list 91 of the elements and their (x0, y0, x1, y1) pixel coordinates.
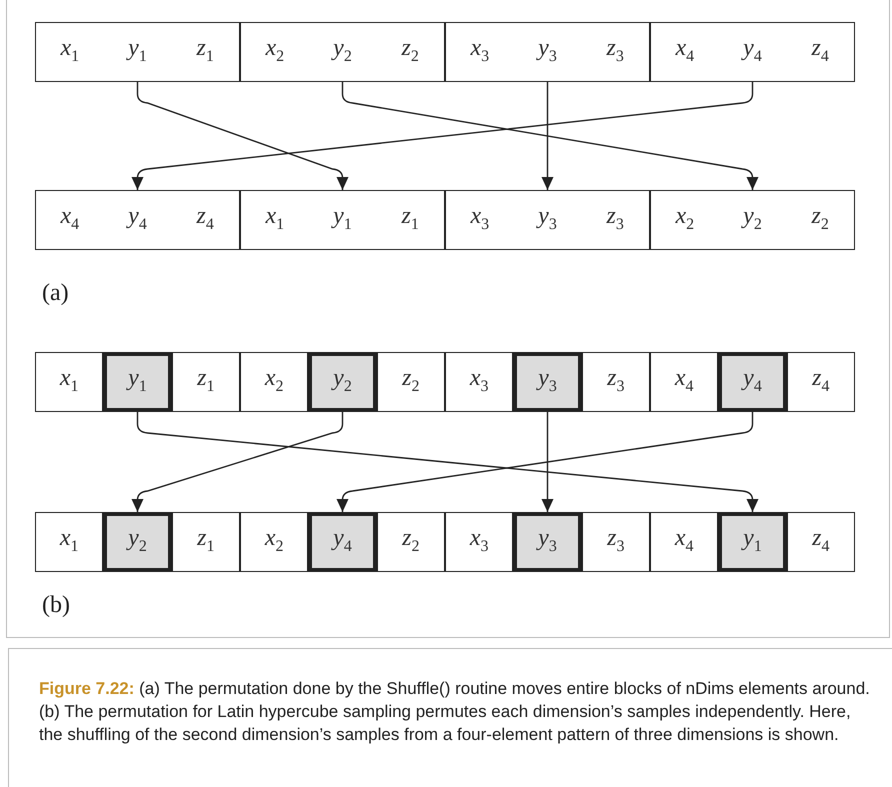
variable-label: z$_{4}$ (810, 34, 830, 66)
array-cell (650, 512, 718, 572)
arrow (342, 82, 758, 190)
panel-label: (a) (42, 280, 69, 307)
variable-label: y$_{3}$ (535, 34, 558, 66)
highlighted-array-cell (308, 352, 377, 412)
variable-label: z$_{1}$ (195, 34, 215, 66)
panel-label: (b) (42, 592, 70, 619)
highlighted-array-cell (513, 352, 582, 412)
variable-label: y$_{1}$ (740, 524, 763, 556)
variable-label: z$_{3}$ (606, 524, 626, 556)
variable-label: z$_{4}$ (810, 524, 830, 556)
array-block (35, 22, 240, 82)
variable-label: y$_{3}$ (535, 524, 558, 556)
variable-label: x$_{4}$ (674, 34, 696, 66)
variable-label: x$_{1}$ (59, 34, 80, 66)
variable-label: z$_{3}$ (606, 364, 626, 396)
variable-label: y$_{4}$ (330, 524, 353, 556)
variable-label: y$_{1}$ (125, 364, 148, 396)
variable-label: z$_{2}$ (400, 34, 420, 66)
variable-label: x$_{4}$ (59, 202, 80, 234)
variable-label: y$_{2}$ (125, 524, 148, 556)
variable-label: z$_{4}$ (810, 364, 830, 396)
array-cell (786, 512, 855, 572)
array-cell (445, 352, 514, 412)
variable-label: x$_{2}$ (264, 364, 284, 396)
arrow (132, 412, 344, 512)
array-cell (650, 352, 718, 412)
array-cell (445, 512, 514, 572)
variable-label: z$_{3}$ (605, 202, 625, 234)
array-cell (172, 512, 240, 572)
variable-label: z$_{2}$ (810, 202, 830, 234)
variable-label: x$_{2}$ (264, 524, 284, 556)
variable-label: z$_{1}$ (196, 524, 216, 556)
highlighted-array-cell (103, 352, 172, 412)
variable-label: z$_{3}$ (605, 34, 625, 66)
array-cell (240, 512, 308, 572)
array-cell (35, 512, 104, 572)
variable-label: z$_{2}$ (400, 524, 420, 556)
array-cell (376, 352, 445, 412)
variable-label: x$_{4}$ (674, 364, 694, 396)
variable-label: y$_{3}$ (535, 202, 558, 234)
array-block (35, 190, 240, 250)
array-block (240, 22, 445, 82)
highlighted-array-cell (308, 512, 377, 572)
variable-label: y$_{4}$ (740, 364, 763, 396)
array-block (650, 190, 855, 250)
variable-label: x$_{3}$ (469, 34, 490, 66)
variable-label: x$_{3}$ (468, 364, 490, 396)
variable-label: x$_{1}$ (58, 364, 80, 396)
highlighted-array-cell (718, 512, 787, 572)
variable-label: z$_{2}$ (400, 364, 420, 396)
variable-label: x$_{3}$ (469, 202, 490, 234)
variable-label: z$_{1}$ (400, 202, 420, 234)
variable-label: x$_{1}$ (58, 524, 80, 556)
array-cell (786, 352, 855, 412)
variable-label: z$_{4}$ (195, 202, 215, 234)
variable-label: y$_{1}$ (330, 202, 353, 234)
variable-label: y$_{2}$ (330, 364, 353, 396)
arrow (542, 82, 554, 190)
variable-label: y$_{4}$ (125, 202, 148, 234)
highlighted-array-cell (103, 512, 172, 572)
variable-label: x$_{4}$ (674, 524, 694, 556)
array-cell (582, 512, 650, 572)
variable-label: x$_{3}$ (468, 524, 490, 556)
array-block (650, 22, 855, 82)
variable-label: y$_{3}$ (535, 364, 558, 396)
highlighted-array-cell (718, 352, 787, 412)
array-block (445, 190, 650, 250)
variable-label: y$_{2}$ (330, 34, 353, 66)
variable-label: x$_{2}$ (674, 202, 696, 234)
array-cell (35, 352, 104, 412)
array-block (240, 190, 445, 250)
arrow (136, 82, 348, 190)
array-cell (376, 512, 445, 572)
array-cell (240, 352, 308, 412)
arrow (542, 412, 554, 512)
figure-caption: Figure 7.22: (a) The permutation done by the Shuffle() routine moves entire blocks of nDims elements around. (b) The permutation for Latin hypercube sampling permutes each dimension’s samples independently. Here, the shuffling of the second dimension’s samples from a four-element pattern of three dimensions is shown. (39, 678, 871, 746)
arrow (136, 412, 758, 512)
variable-label: z$_{1}$ (196, 364, 216, 396)
array-cell (172, 352, 240, 412)
variable-label: x$_{1}$ (264, 202, 286, 234)
array-cell (582, 352, 650, 412)
variable-label: y$_{1}$ (125, 34, 148, 66)
variable-label: x$_{2}$ (264, 34, 286, 66)
arrow (336, 412, 754, 512)
array-block (445, 22, 650, 82)
variable-label: y$_{2}$ (740, 202, 763, 234)
variable-label: y$_{4}$ (740, 34, 763, 66)
arrow (132, 82, 754, 190)
highlighted-array-cell (513, 512, 582, 572)
